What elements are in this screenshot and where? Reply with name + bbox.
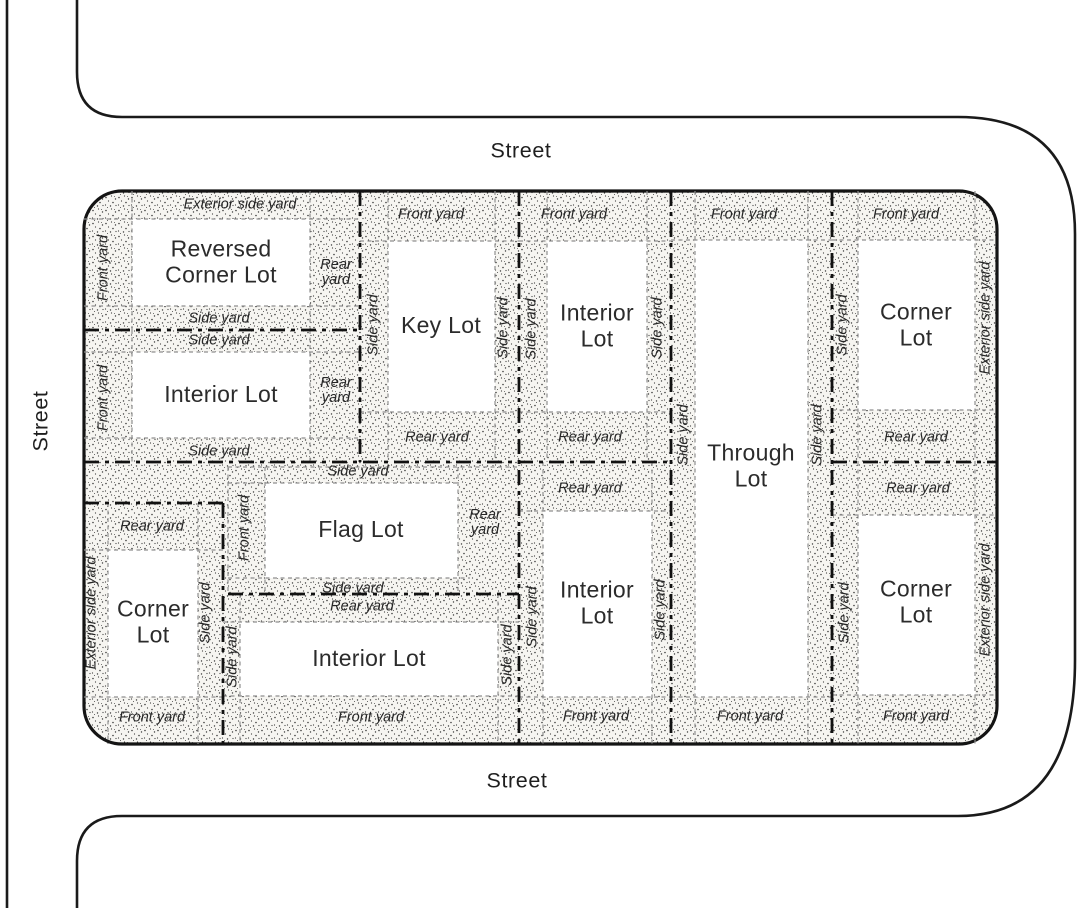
- yard-label-side: Side yard: [495, 297, 512, 359]
- yard-label-side: Side yard: [652, 579, 669, 641]
- yard-label-side: Side yard: [327, 463, 389, 480]
- yard-label-front: Front yard: [397, 206, 465, 223]
- lot-name-flag: Flag Lot: [318, 516, 404, 543]
- yard-label-front: Front yard: [236, 494, 253, 562]
- yard-label-front: Front yard: [95, 364, 112, 432]
- buildable-area-corner-se: [858, 515, 975, 695]
- yard-label-side: Side yard: [197, 582, 214, 644]
- yard-label-side: Side yard: [675, 404, 692, 466]
- yard-label-front: Front yard: [882, 708, 950, 725]
- yard-label-rear: Rear yard: [884, 429, 948, 446]
- setback-dashed-lines: [84, 191, 997, 744]
- yard-label-side: Side yard: [523, 298, 540, 360]
- yard-label-front: Front yard: [716, 708, 784, 725]
- lot-name-through: Through Lot: [707, 439, 795, 491]
- street-label-top: Street: [490, 138, 552, 163]
- lot-name-corner-se: Corner Lot: [879, 575, 953, 627]
- yard-label-rear: Rear yard: [558, 429, 622, 446]
- street-label-left: Street: [28, 390, 53, 452]
- yard-label-rear: Rear yard: [120, 518, 184, 535]
- yard-label-side: Side yard: [188, 310, 250, 327]
- buildable-area-interior-nw: [132, 352, 310, 438]
- yard-label-side: Side yard: [322, 580, 384, 597]
- yard-label-front: Front yard: [562, 708, 630, 725]
- yard-label-side: Side yard: [188, 332, 250, 349]
- yard-label-front: Front yard: [540, 206, 608, 223]
- street-inner-curb-loop: [75, 0, 1077, 908]
- yard-label-side: Side yard: [809, 404, 826, 466]
- yard-label-front: Front yard: [710, 206, 778, 223]
- buildable-area-through: [695, 240, 808, 697]
- buildable-area-interior-s: [543, 511, 652, 697]
- buildable-areas: [108, 219, 975, 697]
- buildable-area-interior-top: [547, 241, 647, 412]
- yard-label-rear: Rear yard: [320, 257, 352, 288]
- lot-name-reversed-corner: Reversed Corner Lot: [165, 235, 277, 287]
- buildable-area-key: [388, 241, 495, 412]
- yard-label-rear: Rear yard: [886, 480, 950, 497]
- yard-label-front: Front yard: [118, 709, 186, 726]
- yard-label-rear: Rear yard: [330, 598, 394, 615]
- buildable-area-corner-sw: [108, 550, 198, 697]
- buildable-area-corner-ne: [858, 240, 975, 410]
- yard-label-side: Side yard: [649, 297, 666, 359]
- yard-label-side: Side yard: [224, 626, 241, 688]
- street-label-bottom: Street: [486, 768, 548, 793]
- yard-label-exterior-side: Exterior side yard: [83, 556, 100, 670]
- property-lines: [84, 191, 997, 744]
- yard-label-exterior-side: Exterior side yard: [977, 543, 994, 657]
- lot-name-key: Key Lot: [400, 312, 482, 339]
- lot-name-interior-s: Interior Lot: [560, 576, 634, 628]
- yard-label-side: Side yard: [524, 586, 541, 648]
- yard-label-exterior-side: Exterior side yard: [977, 261, 994, 375]
- street-curb-lines: [5, 0, 1077, 908]
- buildable-area-interior-sw: [240, 622, 498, 696]
- lot-name-interior-top: Interior Lot: [560, 299, 634, 351]
- yard-label-rear: Rear yard: [469, 507, 501, 538]
- yard-label-side: Side yard: [836, 582, 853, 644]
- yard-label-side: Side yard: [499, 624, 516, 686]
- yard-label-rear: Rear yard: [320, 375, 352, 406]
- lot-name-interior-nw: Interior Lot: [164, 381, 278, 408]
- yard-label-front: Front yard: [872, 206, 940, 223]
- lot-name-corner-sw: Corner Lot: [116, 595, 190, 647]
- yard-label-front: Front yard: [95, 234, 112, 302]
- buildable-area-flag: [265, 483, 458, 578]
- yard-label-side: Side yard: [188, 443, 250, 460]
- yard-label-front: Front yard: [337, 709, 405, 726]
- yard-label-rear: Rear yard: [558, 480, 622, 497]
- buildable-area-reversed-corner: [132, 219, 310, 306]
- yard-label-side: Side yard: [365, 294, 382, 356]
- lot-name-corner-ne: Corner Lot: [879, 298, 953, 350]
- yard-label-exterior-side: Exterior side yard: [183, 196, 297, 213]
- yard-label-rear: Rear yard: [405, 429, 469, 446]
- lot-name-interior-sw: Interior Lot: [312, 645, 426, 672]
- yard-label-side: Side yard: [834, 294, 851, 356]
